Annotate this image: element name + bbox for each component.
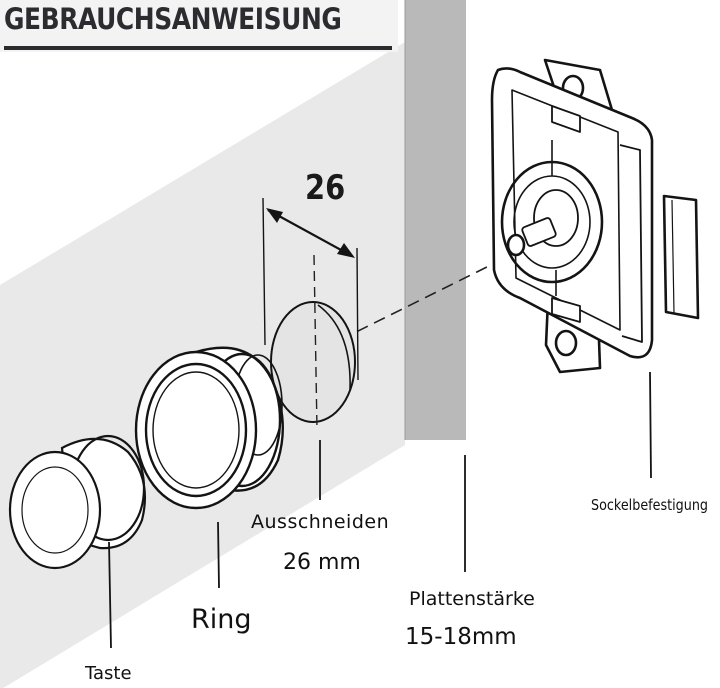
ring-label: Ring [191,604,252,635]
base-mount-label: Sockelbefestigung [591,496,709,514]
title-underline [4,46,392,50]
lock-housing [490,58,700,374]
center-axis [339,257,506,341]
cutout-hole [270,301,356,423]
push-button [8,434,146,570]
panel-thickness-range: 15-18mm [405,624,517,650]
dimension-value: 26 [305,168,346,208]
page-title: GEBRAUCHSANWEISUNG [4,2,342,36]
title-bar [0,0,398,52]
leader-button [108,541,112,649]
leader-ring [217,521,220,589]
panel-edge [405,0,466,440]
leader-base [649,371,652,479]
dimension-arrow [267,209,353,257]
cutout-size: 26 mm [283,550,361,575]
ring-part [134,346,284,510]
button-label: Taste [85,663,132,684]
dimension-line-right [356,247,359,381]
dimension-line-left [262,197,266,346]
panel-thickness-label: Plattenstärke [409,588,535,610]
cutout-label: Ausschneiden [251,511,390,533]
